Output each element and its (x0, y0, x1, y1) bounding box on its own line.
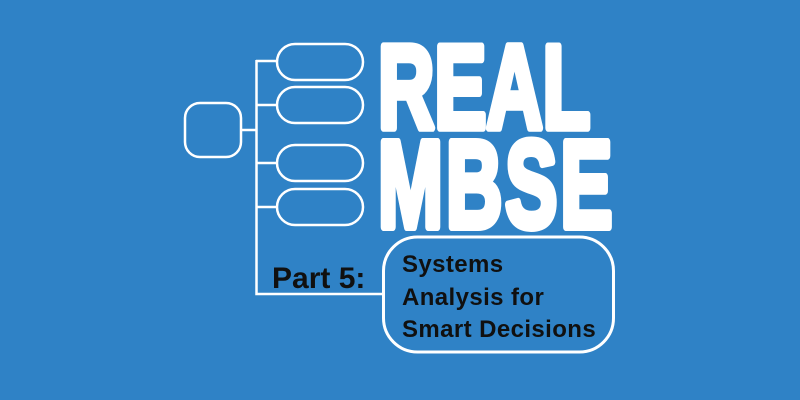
mindmap-diagram (183, 42, 615, 354)
pill-node-3 (275, 143, 365, 183)
labels: Part 5: Systems Analysis for Smart Decis… (272, 251, 596, 343)
pill-node-2 (275, 85, 365, 125)
main-title: REAL MBSE (375, 19, 616, 257)
pill-node-1 (275, 42, 365, 82)
title-line-2: MBSE (378, 116, 615, 253)
trunk-elbow-line (255, 60, 383, 296)
topic-line-3: Smart Decisions (402, 316, 596, 343)
topic-line-2: Analysis for (402, 284, 544, 311)
topic-box (382, 235, 615, 354)
title-line-1: REAL (378, 22, 590, 154)
part-label: Part 5: (272, 262, 365, 295)
topic-line-1: Systems (402, 251, 504, 278)
pill-node-4 (275, 187, 365, 227)
